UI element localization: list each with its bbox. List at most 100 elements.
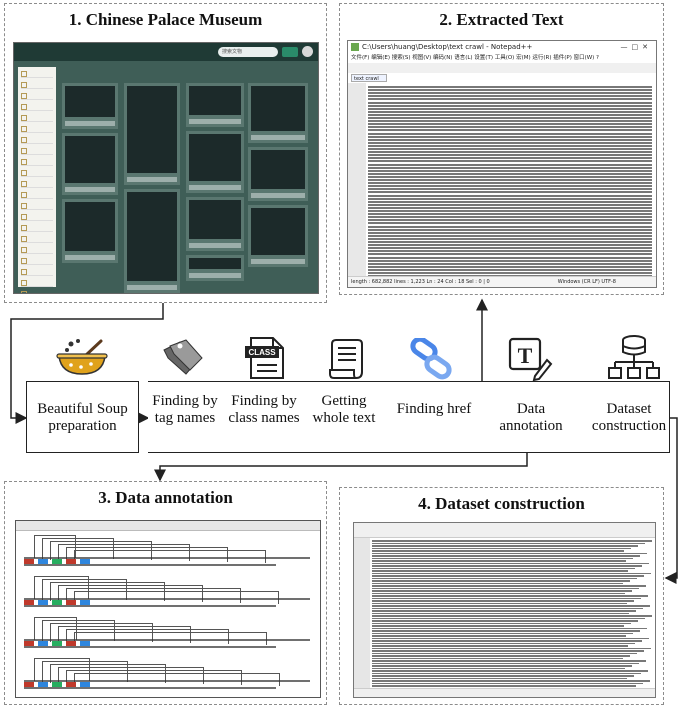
json-line: [372, 637, 649, 640]
notepad-toolbar[interactable]: [348, 63, 656, 73]
filter-checkbox[interactable]: [21, 158, 53, 166]
stage-beautiful-soup: Beautiful Soup preparation: [26, 401, 139, 435]
filter-checkbox[interactable]: [21, 202, 53, 210]
arrow-to-annotation: [154, 453, 528, 482]
scroll-icon: [329, 339, 363, 379]
json-line: [372, 662, 639, 665]
entity-tag: [80, 559, 90, 564]
stage-label: Getting whole text: [312, 393, 376, 426]
notepad-status-bar: length : 682,882 lines : 1,223 Ln : 24 C…: [348, 276, 656, 287]
artifact-caption: [65, 121, 115, 126]
artifact-card[interactable]: [186, 197, 244, 251]
filter-checkbox[interactable]: [21, 180, 53, 188]
entity-tag: [52, 559, 62, 564]
notepad-text-area[interactable]: [348, 83, 656, 278]
text-line: [368, 86, 652, 88]
museum-search-button[interactable]: [282, 47, 298, 57]
entity-tag: [24, 641, 34, 646]
json-line: [372, 590, 632, 592]
filter-checkbox[interactable]: [21, 70, 53, 78]
text-line: [368, 268, 652, 271]
tab-text-crawl[interactable]: text crawl: [351, 74, 387, 82]
json-line: [372, 565, 642, 567]
json-line: [372, 542, 645, 545]
museum-filter-sidebar: [18, 67, 56, 293]
artifact-card[interactable]: [186, 83, 244, 127]
json-line: [372, 587, 639, 590]
notepad-window-title: C:\Users\huang\Desktop\text crawl - Note…: [362, 43, 533, 51]
artifact-card[interactable]: [186, 131, 244, 193]
artifact-card[interactable]: [62, 133, 118, 195]
filter-checkbox[interactable]: [21, 125, 53, 133]
artifact-card[interactable]: [186, 255, 244, 281]
filter-checkbox[interactable]: [21, 92, 53, 100]
filter-checkbox[interactable]: [21, 257, 53, 265]
filter-checkbox[interactable]: [21, 290, 53, 293]
tags-icon: [163, 339, 203, 375]
json-line: [372, 685, 636, 687]
json-line: [372, 547, 631, 550]
json-line: [372, 570, 628, 572]
relation-arc: [74, 550, 266, 563]
filter-checkbox[interactable]: [21, 268, 53, 276]
annotation-canvas[interactable]: [16, 531, 320, 697]
museum-search-input[interactable]: 搜索文物: [218, 47, 278, 57]
entity-tag: [66, 600, 76, 605]
stage-label: Data annotation: [499, 401, 563, 434]
json-line: [372, 557, 633, 560]
relation-arc: [42, 620, 115, 641]
artifact-card[interactable]: [124, 189, 180, 293]
text-line: [368, 166, 652, 169]
filter-checkbox[interactable]: [21, 191, 53, 199]
text-line: [368, 247, 652, 250]
json-line: [372, 595, 648, 597]
line-number-gutter: [348, 83, 366, 276]
filter-checkbox[interactable]: [21, 235, 53, 243]
filter-checkbox[interactable]: [21, 279, 53, 287]
text-line: [368, 138, 652, 141]
filter-checkbox[interactable]: [21, 81, 53, 89]
notepad-window: C:\Users\huang\Desktop\text crawl - Note…: [347, 40, 657, 288]
artifact-caption: [65, 187, 115, 192]
artifact-card[interactable]: [248, 147, 308, 201]
filter-checkbox[interactable]: [21, 224, 53, 232]
filter-checkbox[interactable]: [21, 114, 53, 122]
notepad-menu-bar[interactable]: 文件(F) 编辑(E) 搜索(S) 视图(V) 编码(N) 语言(L) 设置(T…: [351, 55, 599, 61]
artifact-card[interactable]: [62, 199, 118, 263]
artifact-caption: [189, 243, 241, 248]
avatar[interactable]: [302, 46, 313, 57]
dataset-status-bar: [354, 688, 655, 697]
window-controls[interactable]: —□✕: [620, 43, 652, 51]
json-line: [372, 605, 650, 607]
filter-checkbox[interactable]: [21, 213, 53, 221]
filter-checkbox[interactable]: [21, 246, 53, 254]
filter-checkbox[interactable]: [21, 136, 53, 144]
stage-label: Beautiful Soup preparation: [37, 401, 128, 434]
artifact-card[interactable]: [248, 83, 308, 143]
text-line: [368, 265, 652, 268]
artifact-card[interactable]: [124, 83, 180, 185]
dataset-text-area[interactable]: [372, 540, 652, 690]
text-line: [368, 144, 652, 147]
json-line: [372, 667, 625, 670]
filter-checkbox[interactable]: [21, 147, 53, 155]
text-line: [368, 92, 652, 95]
json-line: [372, 630, 640, 632]
dataset-panel-title: 4. Dataset construction: [418, 494, 585, 513]
filter-checkbox[interactable]: [21, 169, 53, 177]
filter-checkbox[interactable]: [21, 103, 53, 111]
text-line: [368, 244, 652, 247]
dataset-editor-toolbar[interactable]: [354, 523, 655, 538]
entity-tag: [38, 600, 48, 605]
relation-arc: [66, 670, 242, 685]
artifact-card[interactable]: [62, 83, 118, 129]
json-line: [372, 602, 627, 605]
json-line: [372, 620, 638, 622]
artifact-card[interactable]: [248, 205, 308, 267]
artifact-image: [251, 150, 305, 189]
text-edit-icon: T: [508, 337, 553, 382]
sentence-line: [24, 564, 276, 566]
annotation-toolbar[interactable]: [16, 521, 320, 531]
entity-tag: [80, 600, 90, 605]
text-line: [368, 160, 652, 163]
